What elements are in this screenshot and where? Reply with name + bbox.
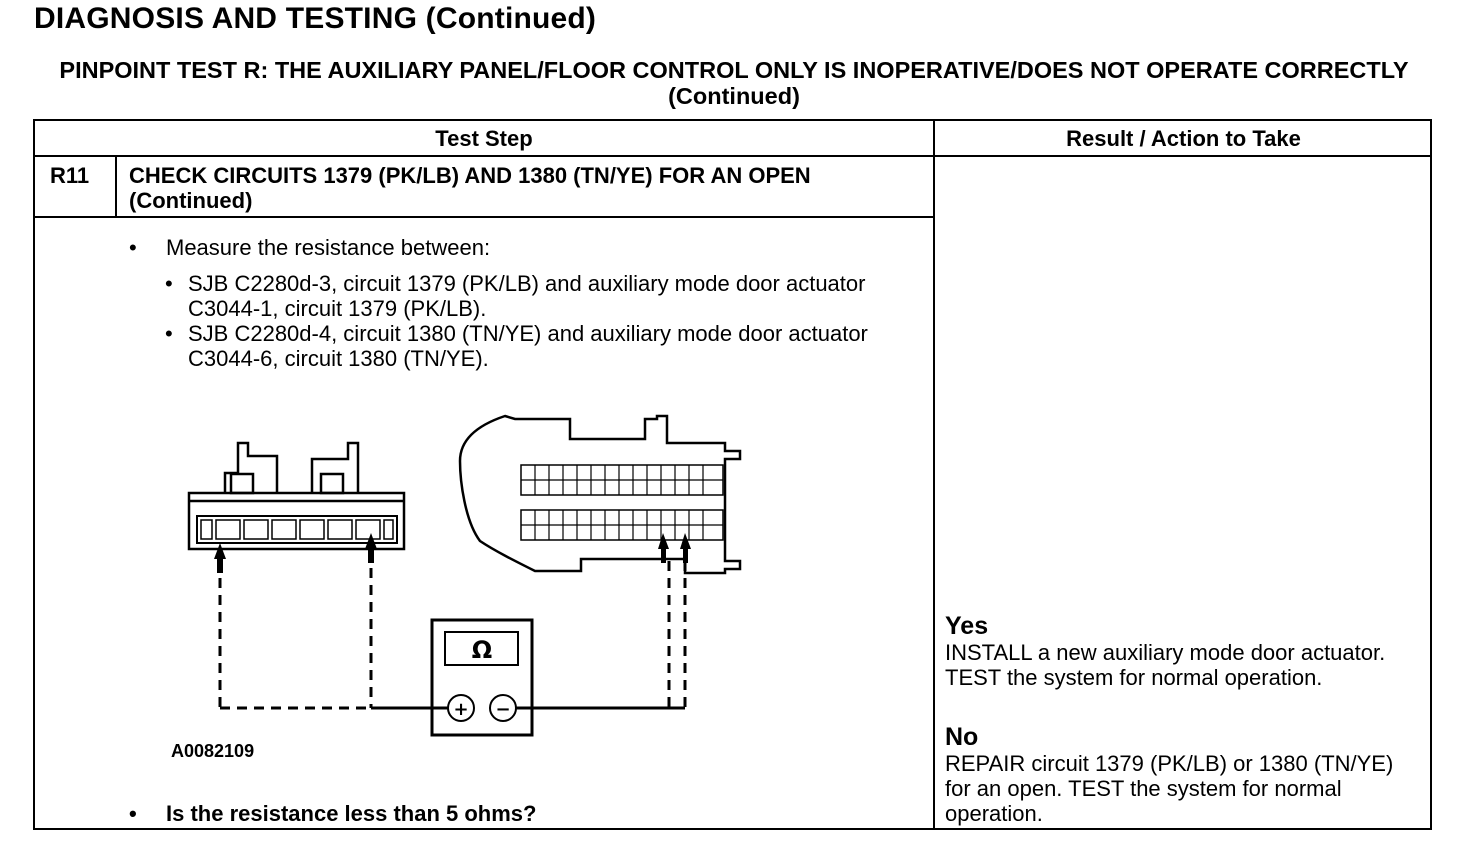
sjb-connector-illustration bbox=[187, 441, 406, 551]
figure-id: A0082109 bbox=[171, 741, 255, 761]
column-header-test-step: Test Step bbox=[435, 126, 533, 151]
question-text: Is the resistance less than 5 ohms? bbox=[166, 801, 537, 826]
step-id-divider bbox=[115, 157, 117, 216]
column-divider bbox=[933, 121, 935, 828]
result-no: No REPAIR circuit 1379 (PK/LB) or 1380 (… bbox=[945, 723, 1425, 827]
result-no-text: REPAIR circuit 1379 (PK/LB) or 1380 (TN/… bbox=[945, 751, 1394, 826]
column-header-result: Result / Action to Take bbox=[1066, 126, 1301, 151]
step-id: R11 bbox=[50, 163, 90, 188]
header-divider bbox=[35, 155, 1430, 157]
step-title: CHECK CIRCUITS 1379 (PK/LB) AND 1380 (TN… bbox=[129, 163, 811, 213]
actuator-connector-illustration bbox=[458, 414, 742, 575]
page-title: DIAGNOSIS AND TESTING (Continued) bbox=[34, 2, 597, 35]
ohm-symbol: Ω bbox=[472, 636, 492, 664]
bullet-marker: • bbox=[165, 271, 173, 296]
result-yes-label: Yes bbox=[945, 612, 989, 640]
probe-tips bbox=[214, 533, 691, 573]
connector-diagram: Ω + − bbox=[187, 414, 742, 737]
step-title-divider bbox=[35, 216, 934, 218]
result-yes: Yes INSTALL a new auxiliary mode door ac… bbox=[945, 612, 1425, 691]
meter-plus-terminal: + bbox=[453, 699, 468, 720]
bullet-marker: • bbox=[129, 801, 137, 826]
measure-text: Measure the resistance between: bbox=[166, 235, 491, 260]
bullet-marker: • bbox=[129, 235, 137, 260]
test-table: Test Step Result / Action to Take R11 CH… bbox=[33, 119, 1432, 830]
result-no-label: No bbox=[945, 723, 979, 751]
meter-minus-terminal: − bbox=[495, 699, 510, 720]
bullet-marker: • bbox=[165, 321, 173, 346]
result-yes-text: INSTALL a new auxiliary mode door actuat… bbox=[945, 640, 1386, 690]
pinpoint-test-title: PINPOINT TEST R: THE AUXILIARY PANEL/FLO… bbox=[59, 57, 1409, 109]
sub-item-text: SJB C2280d-3, circuit 1379 (PK/LB) and a… bbox=[188, 271, 866, 321]
probe-leads bbox=[218, 551, 687, 710]
sub-item-text: SJB C2280d-4, circuit 1380 (TN/YE) and a… bbox=[188, 321, 868, 371]
